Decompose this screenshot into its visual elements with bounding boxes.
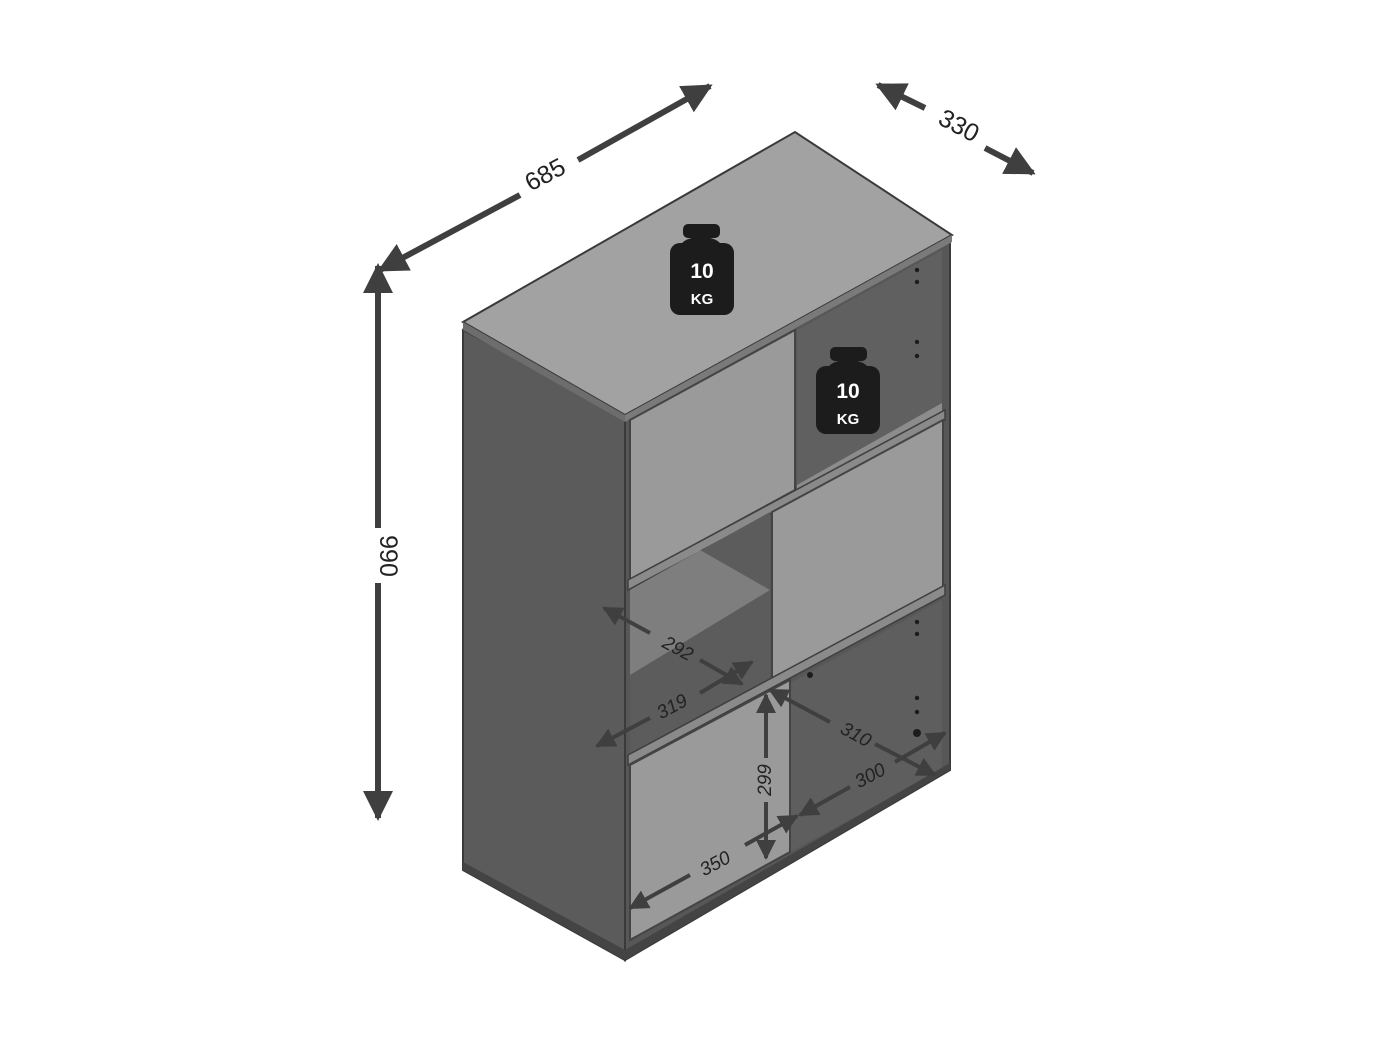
dimension-arrow-icon [595,716,651,748]
depth-label: 330 [934,104,984,148]
dimension-arrow-icon [744,814,799,847]
weight-top-unit: KG [691,291,714,308]
middle-shelf [627,408,946,592]
middle-left-compartment-floor [630,550,770,675]
dimension-arrow-icon [377,192,522,273]
plinth [463,862,625,960]
dimension-arrow-icon [698,660,754,695]
inner-dimension-arrows [595,606,947,910]
side-panel [462,328,626,962]
dimension-arrow-icon [602,606,651,635]
dimension-arrow-icon [628,873,691,910]
top-front-edge [625,235,952,422]
dimension-arrow-icon [798,785,851,817]
dimension-arrow-icon [576,83,713,163]
lower-right-compartment [790,600,942,852]
plinth-front [625,763,950,960]
height-label: 990 [374,535,402,577]
dimension-arrows [363,82,1036,821]
weight-icon: 10 KG [816,347,880,434]
lower-shelf [627,583,946,767]
weight-shelf-unit: KG [837,411,860,428]
dimension-arrow-icon [874,742,937,777]
dimension-arrow-icon [875,82,927,111]
dimension-arrow-icon [699,658,744,686]
inner-height-label: 299 [755,764,776,797]
door-lower-left [629,678,791,942]
shelf-pin-holes [807,267,921,737]
dimension-arrow-icon [893,731,947,764]
dimension-arrow-icon [768,688,831,724]
weight-top-value: 10 [690,260,713,283]
weight-icon: 10 KG [670,224,734,315]
weight-shelf-value: 10 [836,380,859,403]
width-label: 685 [520,153,570,197]
dimension-arrow-icon [983,145,1036,176]
top-edge [463,322,625,422]
